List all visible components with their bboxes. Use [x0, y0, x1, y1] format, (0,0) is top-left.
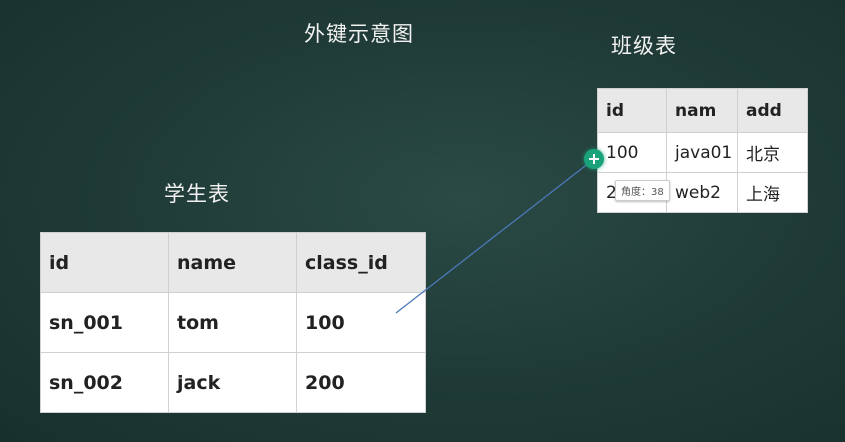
diagram-title: 外键示意图: [304, 22, 414, 46]
table-row: sn_001 tom 100: [40, 292, 426, 353]
student-table: id name class_id sn_001 tom 100 sn_002 j…: [40, 232, 426, 413]
line-endpoint-handle[interactable]: [584, 149, 604, 169]
student-cell-name: jack: [168, 352, 297, 413]
student-cell-class-id: 200: [296, 352, 426, 413]
class-cell-name: java01: [666, 132, 738, 173]
class-cell-name: web2: [666, 172, 738, 213]
angle-tooltip: 角度：38: [615, 180, 670, 201]
class-cell-id: 100: [597, 132, 667, 173]
student-header-id: id: [40, 232, 169, 293]
class-table-header-row: id nam add: [597, 88, 808, 133]
class-table-title: 班级表: [611, 34, 677, 58]
student-cell-name: tom: [168, 292, 297, 353]
student-cell-class-id: 100: [296, 292, 426, 353]
class-header-name: nam: [666, 88, 738, 133]
class-cell-address: 上海: [737, 172, 808, 213]
class-header-address: add: [737, 88, 808, 133]
class-cell-address: 北京: [737, 132, 808, 173]
table-row: sn_002 jack 200: [40, 352, 426, 413]
student-table-title: 学生表: [164, 182, 230, 206]
student-table-header-row: id name class_id: [40, 232, 426, 293]
student-header-class-id: class_id: [296, 232, 426, 293]
table-row: 100 java01 北京: [597, 132, 808, 173]
student-cell-id: sn_002: [40, 352, 169, 413]
student-cell-id: sn_001: [40, 292, 169, 353]
class-header-id: id: [597, 88, 667, 133]
table-row: 2 web2 上海: [597, 172, 808, 213]
class-table: id nam add 100 java01 北京 2 web2 上海: [597, 88, 808, 213]
student-header-name: name: [168, 232, 297, 293]
